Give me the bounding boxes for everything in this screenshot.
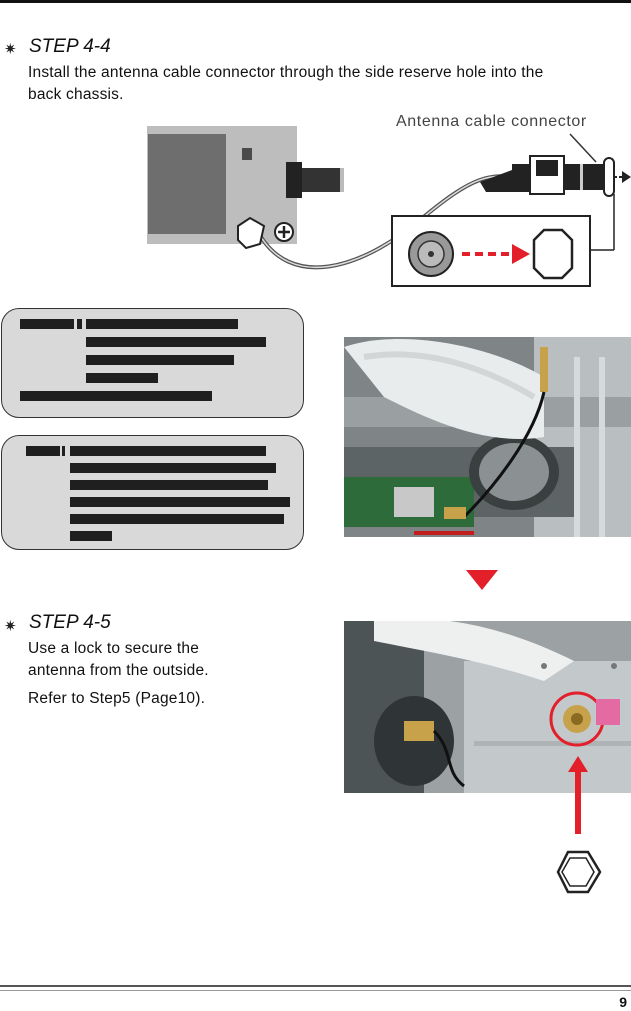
- connector-barrel: [564, 164, 604, 190]
- step-4-5-bullet: ✷: [4, 618, 17, 635]
- gold-connector: [540, 347, 548, 392]
- step-4-4-line-2: back chassis.: [28, 86, 124, 103]
- connector-washer: [603, 157, 615, 197]
- chassis-connector-body: [302, 168, 344, 192]
- redacted-line: [70, 463, 276, 473]
- lock-nut-diagram: [556, 756, 602, 894]
- top-rule: [0, 0, 631, 3]
- step-4-4-line-1: Install the antenna cable connector thro…: [28, 64, 544, 81]
- step-4-5-text: Use a lock to secure the antenna from th…: [28, 638, 318, 710]
- redacted-line: [62, 446, 65, 456]
- page-number: 9: [619, 994, 627, 1010]
- step-4-5-line-1: Use a lock to secure the: [28, 640, 200, 657]
- redacted-line: [86, 373, 158, 383]
- chassis-tab: [242, 148, 252, 160]
- step-4-4-bullet: ✷: [4, 41, 17, 58]
- connector-taper: [480, 170, 516, 192]
- redacted-line: [70, 497, 290, 507]
- hole-outline-icon: [532, 228, 574, 280]
- redacted-line: [77, 319, 82, 329]
- step-4-4-title: STEP 4-4: [29, 36, 111, 57]
- step-4-5-line-2: antenna from the outside.: [28, 662, 209, 679]
- note-box-1: [1, 308, 304, 418]
- up-arrow-icon: [568, 756, 588, 834]
- antenna-connector-callout: Antenna cable connector: [396, 113, 587, 130]
- footer-rule-thin: [0, 990, 631, 991]
- note-box-2: [1, 435, 304, 550]
- down-arrow-icon: [466, 570, 498, 590]
- redacted-line: [86, 319, 238, 329]
- chassis-slot: [148, 134, 226, 234]
- redacted-line: [86, 355, 234, 365]
- redacted-line: [70, 446, 266, 456]
- redacted-line: [70, 531, 112, 541]
- step-4-5-title: STEP 4-5: [29, 612, 111, 633]
- photo-securing-antenna-lock: [344, 621, 631, 793]
- step-4-4-text: Install the antenna cable connector thro…: [28, 62, 628, 106]
- callout-leader: [569, 133, 597, 163]
- redacted-line: [20, 391, 212, 401]
- step-4-5-line-3: Refer to Step5 (Page10).: [28, 690, 206, 707]
- antenna-installation-diagram: [147, 126, 631, 287]
- redacted-line: [70, 514, 284, 524]
- redacted-line: [20, 319, 74, 329]
- redacted-line: [26, 446, 60, 456]
- photo-installing-antenna-cable: [344, 337, 631, 537]
- footer-rule: [0, 985, 631, 987]
- redacted-line: [70, 480, 268, 490]
- chassis-connector-nut: [286, 162, 302, 198]
- cable-plug: [237, 216, 266, 250]
- redacted-line: [86, 337, 266, 347]
